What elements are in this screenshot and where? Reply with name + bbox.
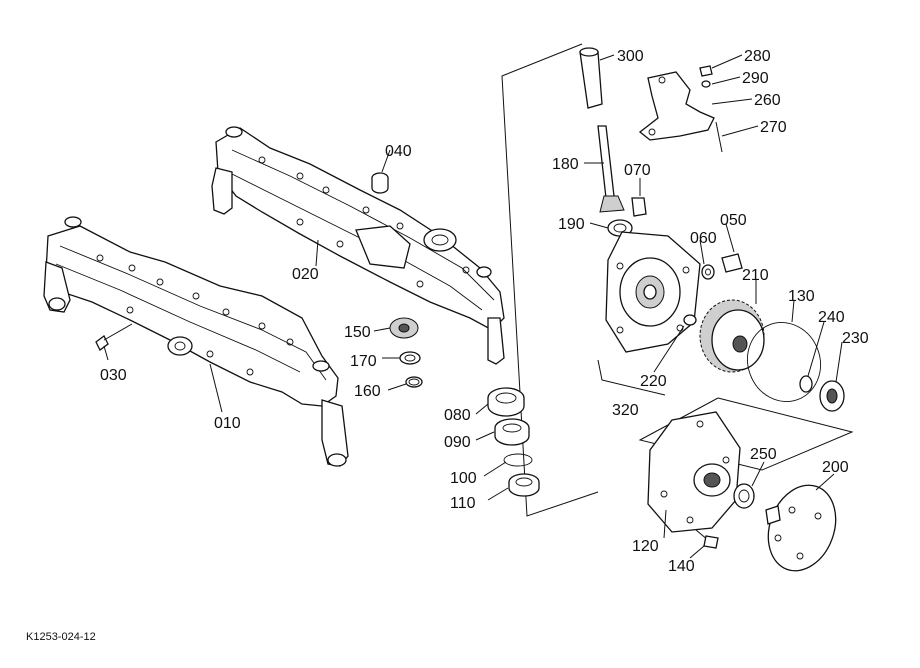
label-260: 260 bbox=[754, 92, 781, 109]
label-130: 130 bbox=[788, 288, 815, 305]
hub-200 bbox=[765, 484, 837, 572]
leader-lines bbox=[103, 54, 843, 559]
label-070: 070 bbox=[624, 162, 651, 179]
bolt-140 bbox=[695, 529, 719, 549]
ring-160 bbox=[405, 376, 423, 388]
sleeve-300 bbox=[579, 47, 603, 109]
washer-290 bbox=[701, 80, 711, 88]
group-frame-cover bbox=[638, 397, 854, 471]
label-300: 300 bbox=[617, 48, 644, 65]
label-110: 110 bbox=[450, 495, 476, 512]
label-120: 120 bbox=[632, 538, 659, 555]
bracket-260 bbox=[638, 71, 715, 141]
nut-280 bbox=[699, 65, 713, 77]
cover-120 bbox=[647, 411, 741, 533]
label-030: 030 bbox=[100, 367, 127, 384]
shaft-180 bbox=[597, 125, 625, 213]
label-160: 160 bbox=[354, 383, 381, 400]
axle-case-020 bbox=[211, 126, 505, 365]
label-170: 170 bbox=[350, 353, 377, 370]
label-290: 290 bbox=[742, 70, 769, 87]
bushing-040 bbox=[371, 172, 389, 194]
oring-130 bbox=[747, 321, 821, 403]
pin-220 bbox=[683, 314, 697, 326]
bearing-110 bbox=[508, 473, 540, 497]
label-250: 250 bbox=[750, 446, 777, 463]
group-frame-gear-column bbox=[501, 43, 599, 517]
label-150: 150 bbox=[344, 324, 371, 341]
bearing-080 bbox=[487, 387, 525, 417]
label-180: 180 bbox=[552, 156, 579, 173]
plug-050 bbox=[721, 253, 743, 273]
gear-case bbox=[605, 231, 701, 353]
seal-250 bbox=[733, 483, 755, 509]
label-010: 010 bbox=[214, 415, 241, 432]
label-220: 220 bbox=[640, 373, 667, 390]
label-090: 090 bbox=[444, 434, 471, 451]
label-060: 060 bbox=[690, 230, 717, 247]
seal-240 bbox=[799, 375, 813, 393]
label-190: 190 bbox=[558, 216, 585, 233]
label-080: 080 bbox=[444, 407, 471, 424]
bolt-070 bbox=[631, 197, 647, 217]
label-210: 210 bbox=[742, 267, 769, 284]
axle-case-010 bbox=[43, 216, 349, 467]
label-140: 140 bbox=[668, 558, 695, 575]
group-frame-320 bbox=[597, 359, 666, 396]
label-020: 020 bbox=[292, 266, 319, 283]
drawing-code: K1253-024-12 bbox=[26, 631, 96, 643]
bolt-030 bbox=[95, 323, 133, 351]
label-100: 100 bbox=[450, 470, 477, 487]
gear-150 bbox=[389, 317, 419, 339]
label-040: 040 bbox=[385, 143, 412, 160]
stud-270 bbox=[715, 121, 723, 153]
bearing-170 bbox=[399, 351, 421, 365]
label-280: 280 bbox=[744, 48, 771, 65]
label-200: 200 bbox=[822, 459, 849, 476]
washer-060 bbox=[701, 264, 715, 280]
bearing-230 bbox=[819, 380, 845, 412]
label-240: 240 bbox=[818, 309, 845, 326]
label-050: 050 bbox=[720, 212, 747, 229]
seal-090 bbox=[494, 418, 530, 446]
circlip-100 bbox=[503, 453, 533, 467]
label-320: 320 bbox=[612, 402, 639, 419]
part-labels: 300 280 290 260 270 040 180 070 050 190 … bbox=[100, 48, 869, 575]
label-270: 270 bbox=[760, 119, 787, 136]
label-230: 230 bbox=[842, 330, 869, 347]
